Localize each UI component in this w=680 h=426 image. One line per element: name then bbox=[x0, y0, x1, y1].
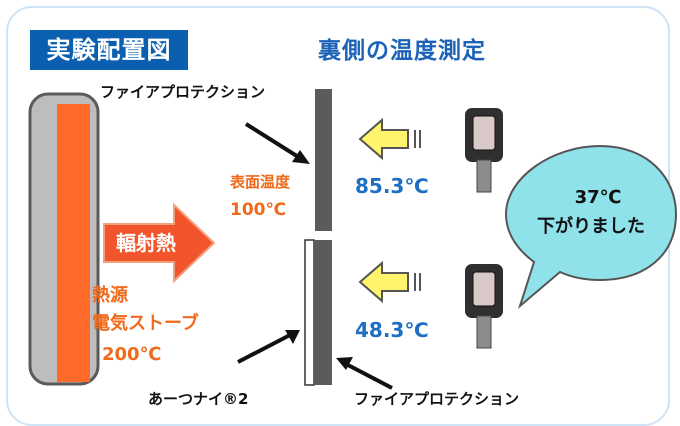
fire-protection-label-top: ファイアプロテクション bbox=[100, 83, 266, 101]
result-callout-bubble bbox=[504, 144, 678, 310]
pointer-arrow-bottom bbox=[336, 357, 393, 390]
pointer-arrow-atsutsunai bbox=[237, 330, 300, 364]
heat-source-temp: 200℃ bbox=[102, 344, 162, 365]
fire-protection-label-bottom: ファイアプロテクション bbox=[354, 390, 520, 408]
atsutsunai-sheet bbox=[304, 239, 315, 386]
atsutsunai-label: あーつナイ®2 bbox=[148, 390, 249, 408]
fire-protection-panel-top bbox=[315, 89, 332, 231]
heat-source-label: 熱源 bbox=[92, 285, 128, 306]
measurement-arrow-bottom bbox=[358, 260, 421, 304]
callout-temperature-drop: 37℃ bbox=[574, 187, 622, 208]
ir-thermometer-top-icon bbox=[465, 108, 503, 193]
callout-message: 下がりました bbox=[537, 216, 645, 237]
surface-temp-label: 表面温度 bbox=[230, 173, 291, 191]
stove-heating-element bbox=[57, 104, 90, 382]
diagram-title: 実験配置図 bbox=[30, 30, 188, 70]
heat-source-device-label: 電気ストーブ bbox=[92, 313, 199, 334]
diagram-subtitle: 裏側の温度測定 bbox=[318, 38, 486, 64]
measurement-arrow-top bbox=[358, 117, 421, 161]
ir-thermometer-bottom-icon bbox=[465, 264, 503, 349]
pointer-arrow-top bbox=[244, 122, 310, 164]
radiant-heat-label: 輻射熱 bbox=[116, 231, 176, 255]
temperature-reading-top: 85.3℃ bbox=[355, 174, 429, 198]
radiant-heat-arrow bbox=[103, 202, 216, 284]
temperature-reading-bottom: 48.3℃ bbox=[355, 318, 429, 342]
surface-temp-value: 100℃ bbox=[230, 200, 287, 220]
fire-protection-panel-bottom bbox=[314, 240, 332, 385]
electric-stove-icon bbox=[28, 92, 100, 386]
